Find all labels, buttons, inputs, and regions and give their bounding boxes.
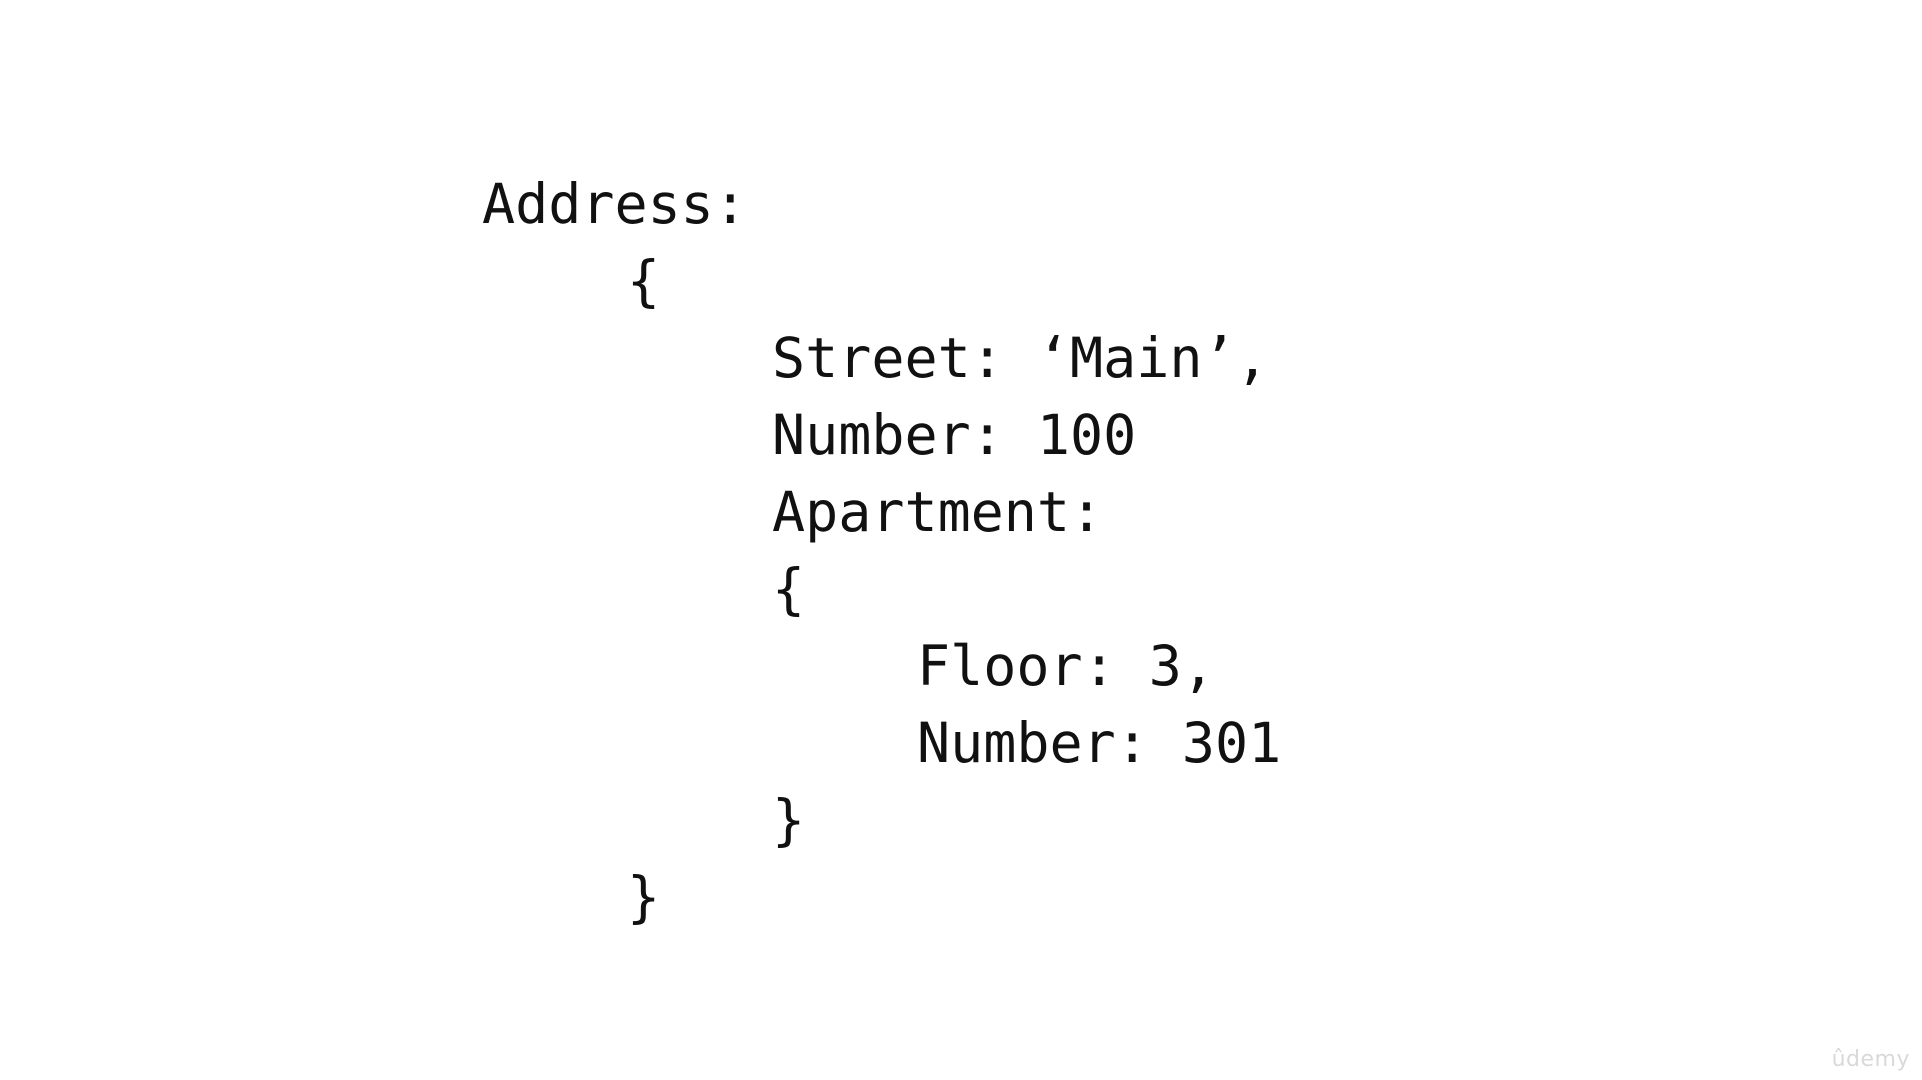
code-line-street: Street: ‘Main’, (772, 326, 1269, 390)
code-line-address-key: Address: (482, 172, 747, 236)
code-line-number: Number: 100 (772, 403, 1137, 467)
code-line-close-brace-inner: } (772, 788, 806, 852)
watermark-logo: ûdemy (1831, 1047, 1910, 1072)
code-line-apartment-number: Number: 301 (917, 711, 1282, 775)
code-line-apartment-key: Apartment: (772, 480, 1104, 544)
code-line-close-brace-outer: } (627, 865, 661, 929)
code-line-open-brace-inner: { (772, 557, 806, 621)
code-line-open-brace-outer: { (627, 249, 661, 313)
code-line-floor: Floor: 3, (917, 634, 1216, 698)
